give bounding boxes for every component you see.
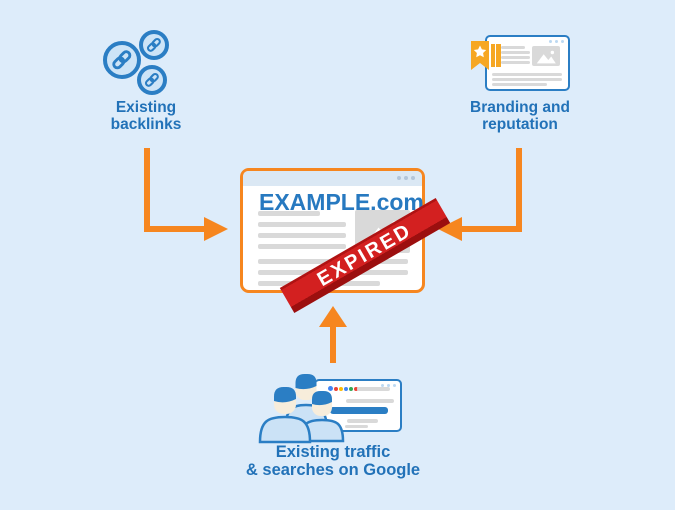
search-box-line — [357, 387, 390, 391]
chain-link-icon — [139, 30, 169, 60]
chain-link-icon — [137, 65, 167, 95]
text-line — [492, 73, 562, 76]
text-line — [258, 211, 320, 216]
browser-titlebar — [243, 171, 422, 186]
person-icon — [258, 387, 312, 444]
text-line — [258, 244, 346, 249]
result-line — [345, 425, 368, 428]
branding-label: Branding and reputation — [435, 99, 605, 133]
traffic-label-line2: & searches on Google — [245, 460, 421, 479]
result-line — [346, 399, 394, 403]
window-dots-icon — [549, 40, 564, 43]
text-line — [492, 78, 562, 81]
arrow-head-icon — [319, 306, 347, 327]
backlinks-label: Existing backlinks — [61, 99, 231, 133]
search-result-highlight — [330, 407, 388, 414]
arrow-shaft — [462, 226, 522, 232]
image-icon — [536, 50, 556, 63]
result-line — [347, 419, 378, 423]
backlinks-label-line2: backlinks — [110, 116, 182, 133]
branding-label-line1: Branding and — [470, 99, 570, 116]
text-line — [501, 56, 530, 59]
window-dots-icon — [397, 176, 415, 180]
text-line — [501, 61, 530, 64]
chain-link-icon — [103, 41, 141, 79]
text-line — [258, 233, 346, 238]
arrow-shaft — [144, 226, 204, 232]
person-icon — [299, 391, 345, 443]
ribbon-bar-icon — [496, 44, 501, 67]
traffic-label-line1: Existing traffic — [275, 443, 391, 461]
bookmark-ribbon-icon — [471, 41, 489, 75]
text-line — [492, 83, 547, 86]
backlinks-label-line1: Existing — [115, 99, 177, 116]
branding-label-line2: reputation — [482, 116, 558, 133]
google-logo-dots-icon — [328, 386, 358, 391]
image-placeholder — [532, 46, 560, 66]
arrow-shaft — [516, 148, 522, 232]
text-line — [501, 51, 530, 54]
text-line — [258, 222, 346, 227]
text-line — [501, 46, 525, 49]
arrow-shaft — [144, 148, 150, 232]
traffic-label: Existing traffic & searches on Google — [223, 443, 443, 479]
people-icon — [258, 374, 345, 444]
arrow-head-icon — [204, 217, 228, 241]
ribbon-bar-icon — [491, 44, 495, 67]
window-dots-icon — [381, 384, 396, 387]
arrow-shaft — [330, 324, 336, 363]
